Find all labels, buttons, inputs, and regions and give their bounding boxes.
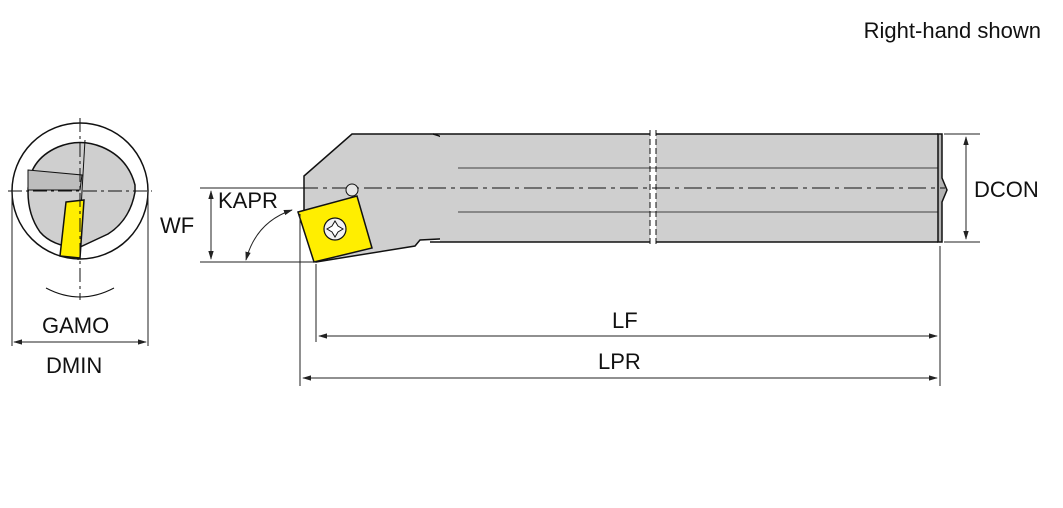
gamo-angle-arc <box>45 287 115 298</box>
end-view: GAMO DMIN <box>8 118 152 378</box>
end-view-insert <box>59 199 85 259</box>
wf-label: WF <box>160 213 194 238</box>
side-view: KAPR WF DCON LF LPR <box>160 130 1039 386</box>
torx-screw-icon <box>323 217 347 241</box>
kapr-angle-arc <box>245 209 293 261</box>
kapr-label: KAPR <box>218 188 278 213</box>
caption-right-hand-shown: Right-hand shown <box>863 18 1041 43</box>
end-view-flat <box>27 169 83 191</box>
lpr-label: LPR <box>598 349 641 374</box>
gamo-label: GAMO <box>42 313 109 338</box>
dcon-label: DCON <box>974 177 1039 202</box>
dmin-label: DMIN <box>46 353 102 378</box>
coolant-hole <box>345 183 359 197</box>
lf-label: LF <box>612 308 638 333</box>
